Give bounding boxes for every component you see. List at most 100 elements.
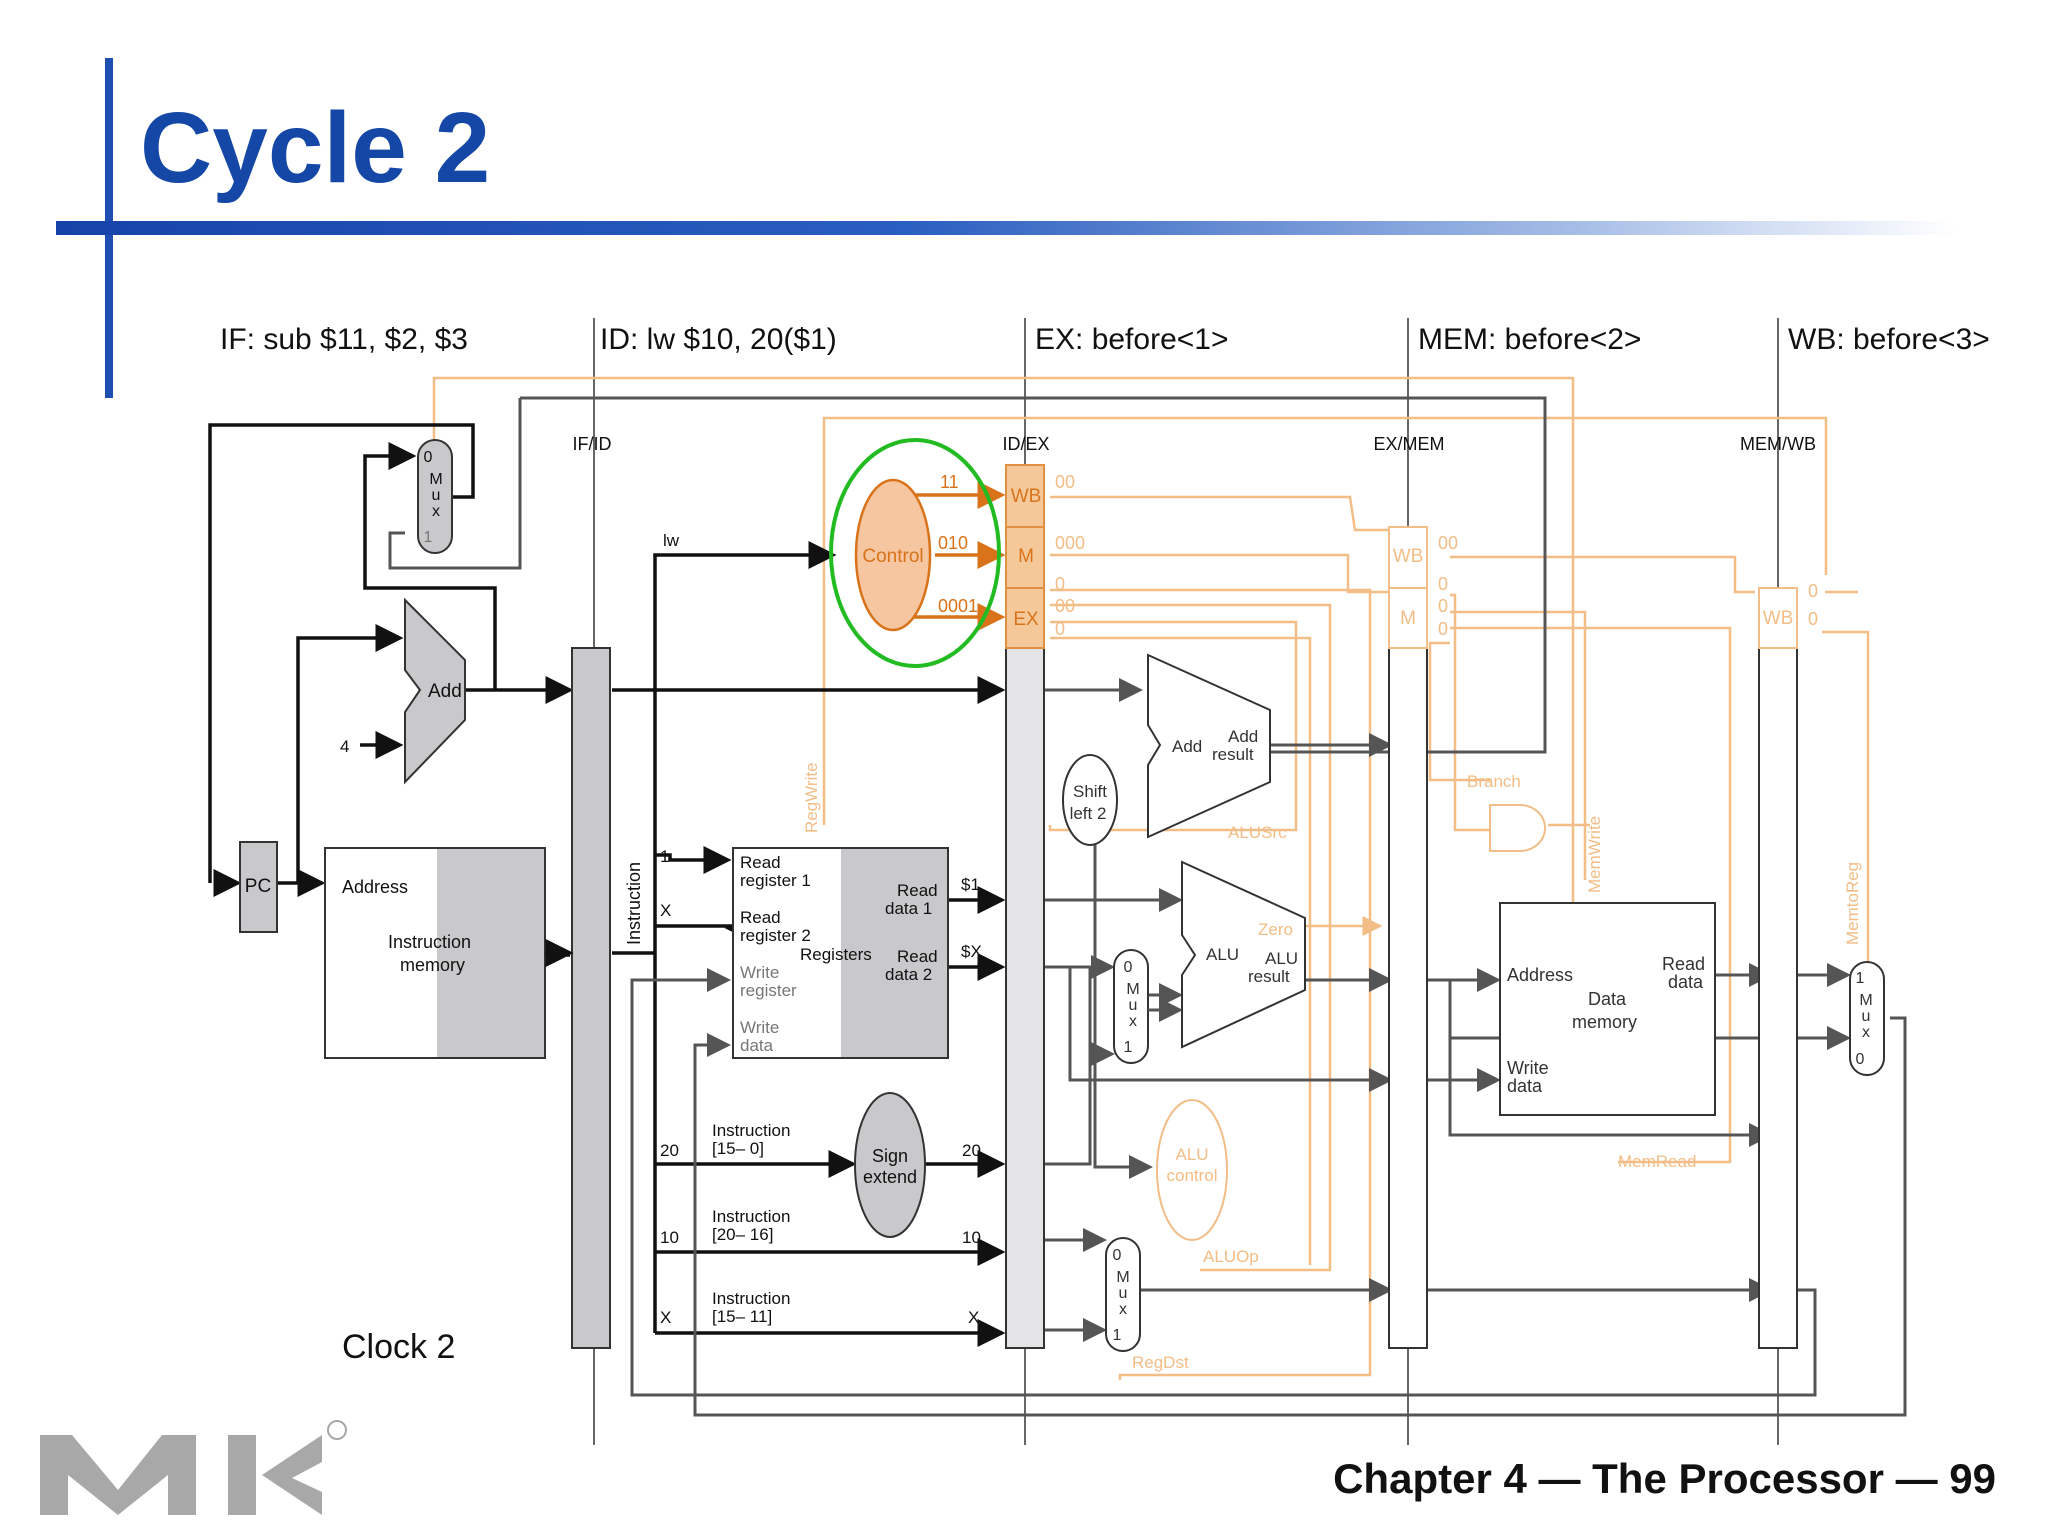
reg-read-data2-a: Read bbox=[897, 947, 938, 966]
alu-control-label-2: control bbox=[1166, 1166, 1217, 1185]
memwrite-label: MemWrite bbox=[1585, 816, 1604, 893]
pc-mux-zero: 0 bbox=[424, 449, 433, 466]
rt-value: X bbox=[660, 901, 671, 920]
idex-control-fields bbox=[1005, 464, 1045, 649]
alu-result-label-2: result bbox=[1248, 967, 1290, 986]
regdst-mux-u: u bbox=[1119, 1285, 1128, 1302]
rd-field-value: X bbox=[660, 1308, 671, 1327]
data-memory bbox=[1499, 902, 1716, 1116]
reg-label-memwb: MEM/WB bbox=[1740, 434, 1816, 454]
idex-m-value: 000 bbox=[1055, 533, 1085, 553]
stage-label-wb: WB: before<3> bbox=[1788, 323, 1990, 356]
stage-label-mem: MEM: before<2> bbox=[1418, 323, 1641, 356]
alusrc-mux-x: x bbox=[1129, 1013, 1137, 1030]
instruction-bus-label: Instruction bbox=[624, 862, 644, 945]
opcode-label: lw bbox=[663, 531, 680, 550]
ctrl-wb-value: 11 bbox=[940, 472, 959, 492]
pc-adder-label: Add bbox=[428, 681, 462, 702]
reg-label-exmem: EX/MEM bbox=[1373, 434, 1444, 454]
memwb-value-1: 0 bbox=[1808, 581, 1818, 601]
downstream-wires bbox=[388, 396, 1907, 1417]
read-data1-value: $1 bbox=[961, 875, 980, 894]
control-unit bbox=[854, 478, 932, 632]
imem-address-label: Address bbox=[342, 877, 408, 897]
ctrl-ex-value: 0001 bbox=[938, 596, 978, 616]
memtoreg-mux-x: x bbox=[1862, 1024, 1870, 1041]
idex-ex-value-3: 0 bbox=[1055, 619, 1065, 639]
pc-adder bbox=[404, 597, 466, 785]
pc-register bbox=[239, 841, 278, 933]
instr-20-16-label-b: [20– 16] bbox=[712, 1225, 773, 1244]
shift-left-2 bbox=[1062, 754, 1118, 846]
inactive-control-wires bbox=[432, 376, 1870, 1380]
regdst-mux bbox=[1105, 1237, 1141, 1352]
dmem-address-label: Address bbox=[1507, 965, 1573, 985]
idex-ex-value-2: 00 bbox=[1055, 596, 1075, 616]
pc-mux-m: M bbox=[429, 471, 442, 488]
alusrc-label: ALUSrc bbox=[1228, 823, 1287, 842]
pipeline-register-bars bbox=[571, 647, 1798, 1349]
control-label: Control bbox=[862, 546, 923, 567]
instr-20-16-label-a: Instruction bbox=[712, 1207, 790, 1226]
sign-extend-label-1: Sign bbox=[872, 1146, 908, 1166]
reg-write-label-b: register bbox=[740, 981, 797, 1000]
memtoreg-mux-one: 1 bbox=[1856, 970, 1865, 987]
alusrc-mux-zero: 0 bbox=[1124, 959, 1133, 976]
branch-label: Branch bbox=[1467, 772, 1521, 791]
branch-adder-label: Add bbox=[1172, 737, 1202, 756]
regdst-label: RegDst bbox=[1132, 1353, 1189, 1372]
publisher-logo bbox=[40, 1420, 347, 1515]
reg-read2-label-b: register 2 bbox=[740, 926, 811, 945]
alusrc-mux bbox=[1113, 949, 1149, 1064]
pc-mux bbox=[417, 439, 453, 554]
alusrc-mux-u: u bbox=[1129, 997, 1138, 1014]
instr-15-0-label-a: Instruction bbox=[712, 1121, 790, 1140]
slide-title: Cycle 2 bbox=[140, 92, 491, 204]
pc-mux-x: x bbox=[432, 503, 440, 520]
slide-footer: Chapter 4 — The Processor — 99 bbox=[1333, 1455, 1996, 1502]
instr-15-11-label-a: Instruction bbox=[712, 1289, 790, 1308]
control-highlight-ring bbox=[829, 438, 1001, 668]
alusrc-mux-m: M bbox=[1126, 981, 1139, 998]
exmem-m-value-1: 0 bbox=[1438, 574, 1448, 594]
stage-label-if: IF: sub $11, $2, $3 bbox=[220, 323, 468, 356]
read-data2-value: $X bbox=[961, 942, 982, 961]
exmem-m-field: M bbox=[1400, 608, 1416, 629]
aluop-label: ALUOp bbox=[1203, 1247, 1259, 1266]
idex-m-field: M bbox=[1018, 546, 1034, 567]
memtoreg-label: MemtoReg bbox=[1843, 862, 1862, 945]
reg-read-data1-a: Read bbox=[897, 881, 938, 900]
immediate-value: 20 bbox=[660, 1141, 679, 1160]
imem-label-line2: memory bbox=[400, 955, 465, 975]
regdst-mux-x: x bbox=[1119, 1301, 1127, 1318]
regdst-mux-m: M bbox=[1116, 1269, 1129, 1286]
title-underline-bar bbox=[56, 221, 1956, 235]
add-result-label-2: result bbox=[1212, 745, 1254, 764]
rd-field-out-value: X bbox=[968, 1308, 979, 1327]
sign-extend-label-2: extend bbox=[863, 1167, 917, 1187]
exmem-m-value-2: 0 bbox=[1438, 596, 1448, 616]
pc-label: PC bbox=[245, 876, 271, 897]
reg-label-idex: ID/EX bbox=[1002, 434, 1049, 454]
exmem-register bbox=[1388, 647, 1428, 1349]
alu-control bbox=[1156, 1099, 1228, 1241]
exmem-control-fields bbox=[1388, 526, 1428, 649]
rt-field-out-value: 10 bbox=[962, 1228, 981, 1247]
reg-read1-label-a: Read bbox=[740, 853, 781, 872]
reg-read-data1-b: data 1 bbox=[885, 899, 932, 918]
exmem-wb-value: 00 bbox=[1438, 533, 1458, 553]
sign-extend-unit bbox=[854, 1092, 926, 1238]
ctrl-m-value: 010 bbox=[938, 533, 968, 553]
alu-label: ALU bbox=[1206, 945, 1239, 964]
memwb-value-2: 0 bbox=[1808, 609, 1818, 629]
stage-label-id: ID: lw $10, 20($1) bbox=[600, 323, 837, 356]
clock-label: Clock 2 bbox=[342, 1328, 455, 1366]
memtoreg-mux-u: u bbox=[1862, 1008, 1871, 1025]
instr-15-0-label-b: [15– 0] bbox=[712, 1139, 764, 1158]
branch-and-gate bbox=[1489, 804, 1546, 852]
idex-wb-value: 00 bbox=[1055, 472, 1075, 492]
shift-label-2: left 2 bbox=[1070, 804, 1107, 823]
branch-adder bbox=[1147, 653, 1271, 839]
pc-increment-four: 4 bbox=[340, 737, 349, 756]
dmem-read-label-2: data bbox=[1668, 972, 1704, 992]
